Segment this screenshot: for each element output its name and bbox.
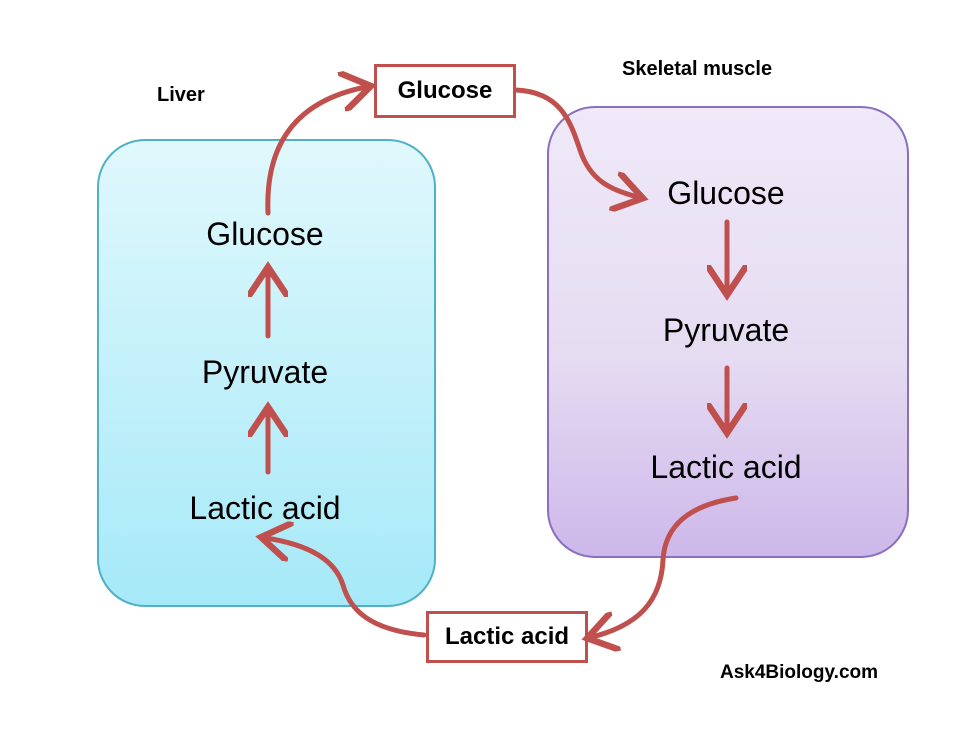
liver-glucose-to-blood-arrow xyxy=(265,87,366,216)
liver-label: Liver xyxy=(157,84,205,106)
liver-glucose: Glucose xyxy=(206,216,324,252)
blood-lactic-acid-label: Lactic acid xyxy=(444,623,570,650)
credit-text: Ask4Biology.com xyxy=(720,662,879,683)
skeletal-muscle-box xyxy=(547,106,909,558)
muscle-lactic-acid: Lactic acid xyxy=(650,449,802,485)
muscle-pyruvate: Pyruvate xyxy=(662,312,790,348)
blood-glucose-to-muscle-arrow xyxy=(513,87,638,197)
blood-glucose-label: Glucose xyxy=(397,77,493,104)
skeletal-muscle-label: Skeletal muscle xyxy=(622,58,773,80)
muscle-glucose: Glucose xyxy=(667,175,785,211)
muscle-lactate-to-blood-arrow xyxy=(592,495,739,637)
blood-lactate-to-liver-arrow xyxy=(266,538,427,638)
liver-pyruvate: Pyruvate xyxy=(201,354,329,390)
